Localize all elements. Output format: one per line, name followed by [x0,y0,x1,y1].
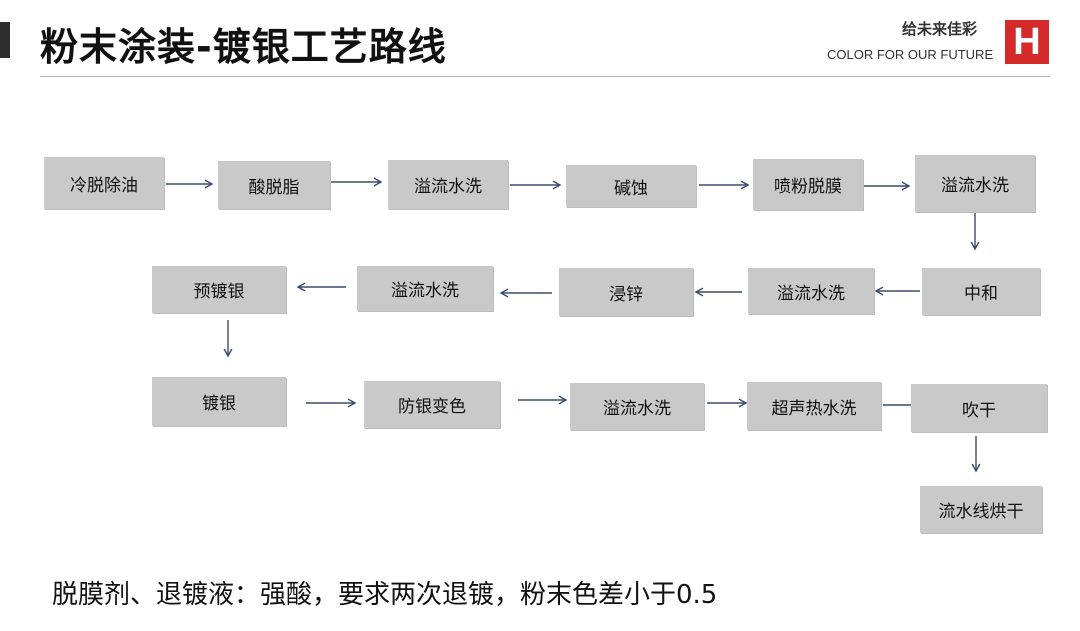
flow-arrowhead-6 [970,241,980,251]
flow-arrowhead-4 [740,180,750,190]
flow-arrowhead-13 [558,395,568,405]
flow-arrowhead-11 [223,348,233,358]
step-box-12: 镀银 [152,377,286,426]
step-box-14: 溢流水洗 [570,383,704,430]
flow-arrowhead-2 [373,177,383,187]
step-box-4: 碱蚀 [566,165,696,207]
step-box-10: 溢流水洗 [357,266,493,311]
flow-arrowhead-8 [694,287,704,297]
step-box-13: 防银变色 [364,381,500,428]
step-box-9: 浸锌 [559,268,693,316]
flow-arrowhead-3 [552,180,562,190]
footnote: 脱膜剂、退镀液：强酸，要求两次退镀，粉末色差小于0.5 [52,580,718,610]
step-box-16: 吹干 [911,384,1047,432]
title-accent-bar [0,22,10,58]
flow-arrowhead-12 [347,398,357,408]
flow-arrowhead-9 [499,288,509,298]
step-box-5: 喷粉脱膜 [753,159,863,210]
flow-arrowhead-1 [204,179,214,189]
step-box-7: 中和 [922,268,1040,315]
step-box-6: 溢流水洗 [915,155,1035,212]
header-divider [40,76,1050,77]
step-box-15: 超声热水洗 [747,382,881,430]
step-box-1: 冷脱除油 [44,157,164,209]
step-box-11: 预镀银 [152,266,286,313]
flow-arrowhead-16 [971,463,981,473]
flow-arrowhead-10 [296,282,306,292]
page-title: 粉末涂装-镀银工艺路线 [40,25,447,69]
step-box-2: 酸脱脂 [218,161,330,209]
flow-arrowhead-7 [874,286,884,296]
brand-logo-icon: H [1005,20,1049,64]
flow-arrowhead-14 [738,398,748,408]
brand-slogan-cn: 给未来佳彩 [902,20,978,38]
step-box-17: 流水线烘干 [920,486,1042,533]
brand-slogan-en: COLOR FOR OUR FUTURE [827,47,994,62]
step-box-8: 溢流水洗 [748,268,874,314]
flow-arrowhead-5 [901,181,911,191]
step-box-3: 溢流水洗 [388,160,508,209]
